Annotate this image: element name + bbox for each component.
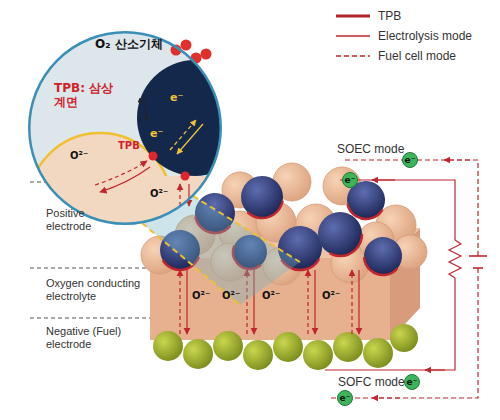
external-circuit — [425, 369, 445, 370]
legend-line-sample — [336, 35, 370, 36]
inset-magnified-view — [191, 53, 202, 64]
layer-label: Positive electrode — [46, 207, 106, 232]
layer-divider — [30, 268, 150, 269]
electron-circle-shape — [338, 391, 353, 406]
zoom-wedge — [193, 196, 300, 262]
inset-magnified-view — [20, 32, 253, 277]
external-circuit — [444, 159, 470, 160]
inset-magnified-view — [95, 161, 147, 185]
legend-line-sample — [334, 49, 374, 63]
electron-circle-shape — [343, 173, 358, 188]
external-circuit — [372, 397, 400, 398]
electron-circle: e⁻ — [402, 152, 418, 168]
inset-magnified-view — [140, 98, 141, 120]
layer-label: Negative (Fuel) electrode — [46, 325, 136, 350]
electron-symbol: e⁻ — [342, 172, 358, 188]
external-circuit — [372, 179, 395, 180]
legend-line-sample — [334, 9, 374, 23]
electron-circle: e⁻ — [342, 172, 358, 188]
electron-label: e⁻ — [170, 92, 183, 105]
tpb-point-label: TPB — [118, 140, 140, 152]
inset-magnified-view — [181, 172, 190, 181]
legend-line-sample — [336, 55, 370, 56]
electron-circle-shape — [405, 375, 420, 390]
inset-magnified-view — [201, 49, 212, 60]
legend-line-sample — [334, 29, 374, 43]
oxide-ion-label: O²⁻ — [192, 290, 210, 302]
electron-label: e⁻ — [150, 128, 163, 141]
inset-magnified-view — [100, 167, 150, 192]
fuel-electrode-particle — [243, 340, 273, 370]
inset-magnified-view — [177, 124, 203, 154]
ion-flow-arrow — [179, 270, 180, 334]
legend-label: TPB — [378, 8, 401, 24]
fuel-electrode-particle — [213, 331, 243, 361]
external-circuit — [325, 180, 455, 370]
oxygen-electrode-particle — [356, 229, 410, 283]
gas-label: O₂ 산소기체 — [95, 38, 163, 52]
external-circuit — [469, 255, 487, 257]
ion-flow-arrow — [186, 270, 187, 334]
electron-circle-shape — [403, 153, 418, 168]
external-circuit — [449, 240, 461, 278]
ion-flow-arrow — [314, 270, 315, 334]
mode-label: SOFC mode — [338, 376, 405, 390]
ion-flow-arrow — [358, 270, 359, 334]
inset-magnified-view — [146, 98, 147, 120]
ion-flow-arrow — [351, 270, 352, 334]
fuel-electrode-particle — [153, 331, 183, 361]
legend-line-sample — [336, 15, 370, 18]
oxygen-electrode-particle — [238, 173, 287, 222]
external-circuit — [325, 160, 487, 398]
inset-magnified-view — [170, 120, 196, 150]
fuel-electrode-particle — [273, 332, 303, 362]
tpb-title: TPB: 삼상계면 — [54, 82, 116, 110]
inset-circle: O₂ 산소기체 TPB: 삼상계면 TPB e⁻ e⁻ O²⁻ O²⁻ — [28, 31, 222, 225]
zoom-wedge — [142, 223, 240, 305]
fuel-electrode-particle — [363, 338, 393, 368]
fuel-electrode-particle — [390, 324, 418, 352]
inset-circle-shape — [29, 32, 221, 224]
ion-flow-arrow — [307, 270, 308, 334]
oxygen-electrode-particle — [318, 212, 362, 256]
inset-magnified-view — [149, 152, 158, 161]
oxide-ion-label: O²⁻ — [322, 290, 340, 302]
electron-symbol: e⁻ — [337, 390, 353, 406]
electron-circle: e⁻ — [337, 390, 353, 406]
inset-magnified-view — [20, 60, 253, 277]
layer-divider — [30, 318, 150, 319]
oxide-ion-label: O²⁻ — [222, 290, 240, 302]
inset-magnified-view — [181, 40, 192, 51]
fuel-electrode-particle — [303, 340, 333, 370]
external-circuit — [473, 267, 483, 269]
electron-symbol: e⁻ — [402, 152, 418, 168]
electron-circle: e⁻ — [404, 374, 420, 390]
inset-circle-outline — [28, 31, 222, 225]
legend-label: Fuel cell mode — [378, 48, 456, 64]
fuel-electrode-particle — [183, 339, 213, 369]
mode-label: SOEC mode — [337, 143, 404, 157]
external-circuit — [330, 160, 478, 398]
oxide-ion-label: O²⁻ — [262, 290, 280, 302]
fuel-electrode-particle — [153, 324, 418, 370]
fuel-electrode-particle — [333, 332, 363, 362]
legend-label: Electrolysis mode — [378, 28, 472, 44]
oxide-ion-label: O²⁻ — [150, 188, 168, 200]
oxide-ion-label: O²⁻ — [70, 150, 88, 162]
layer-label: Oxygen conducting electrolyte — [46, 277, 151, 302]
inset-magnified-view — [188, 184, 189, 206]
inset-magnified-view — [179, 184, 180, 206]
electron-symbol: e⁻ — [404, 374, 420, 390]
